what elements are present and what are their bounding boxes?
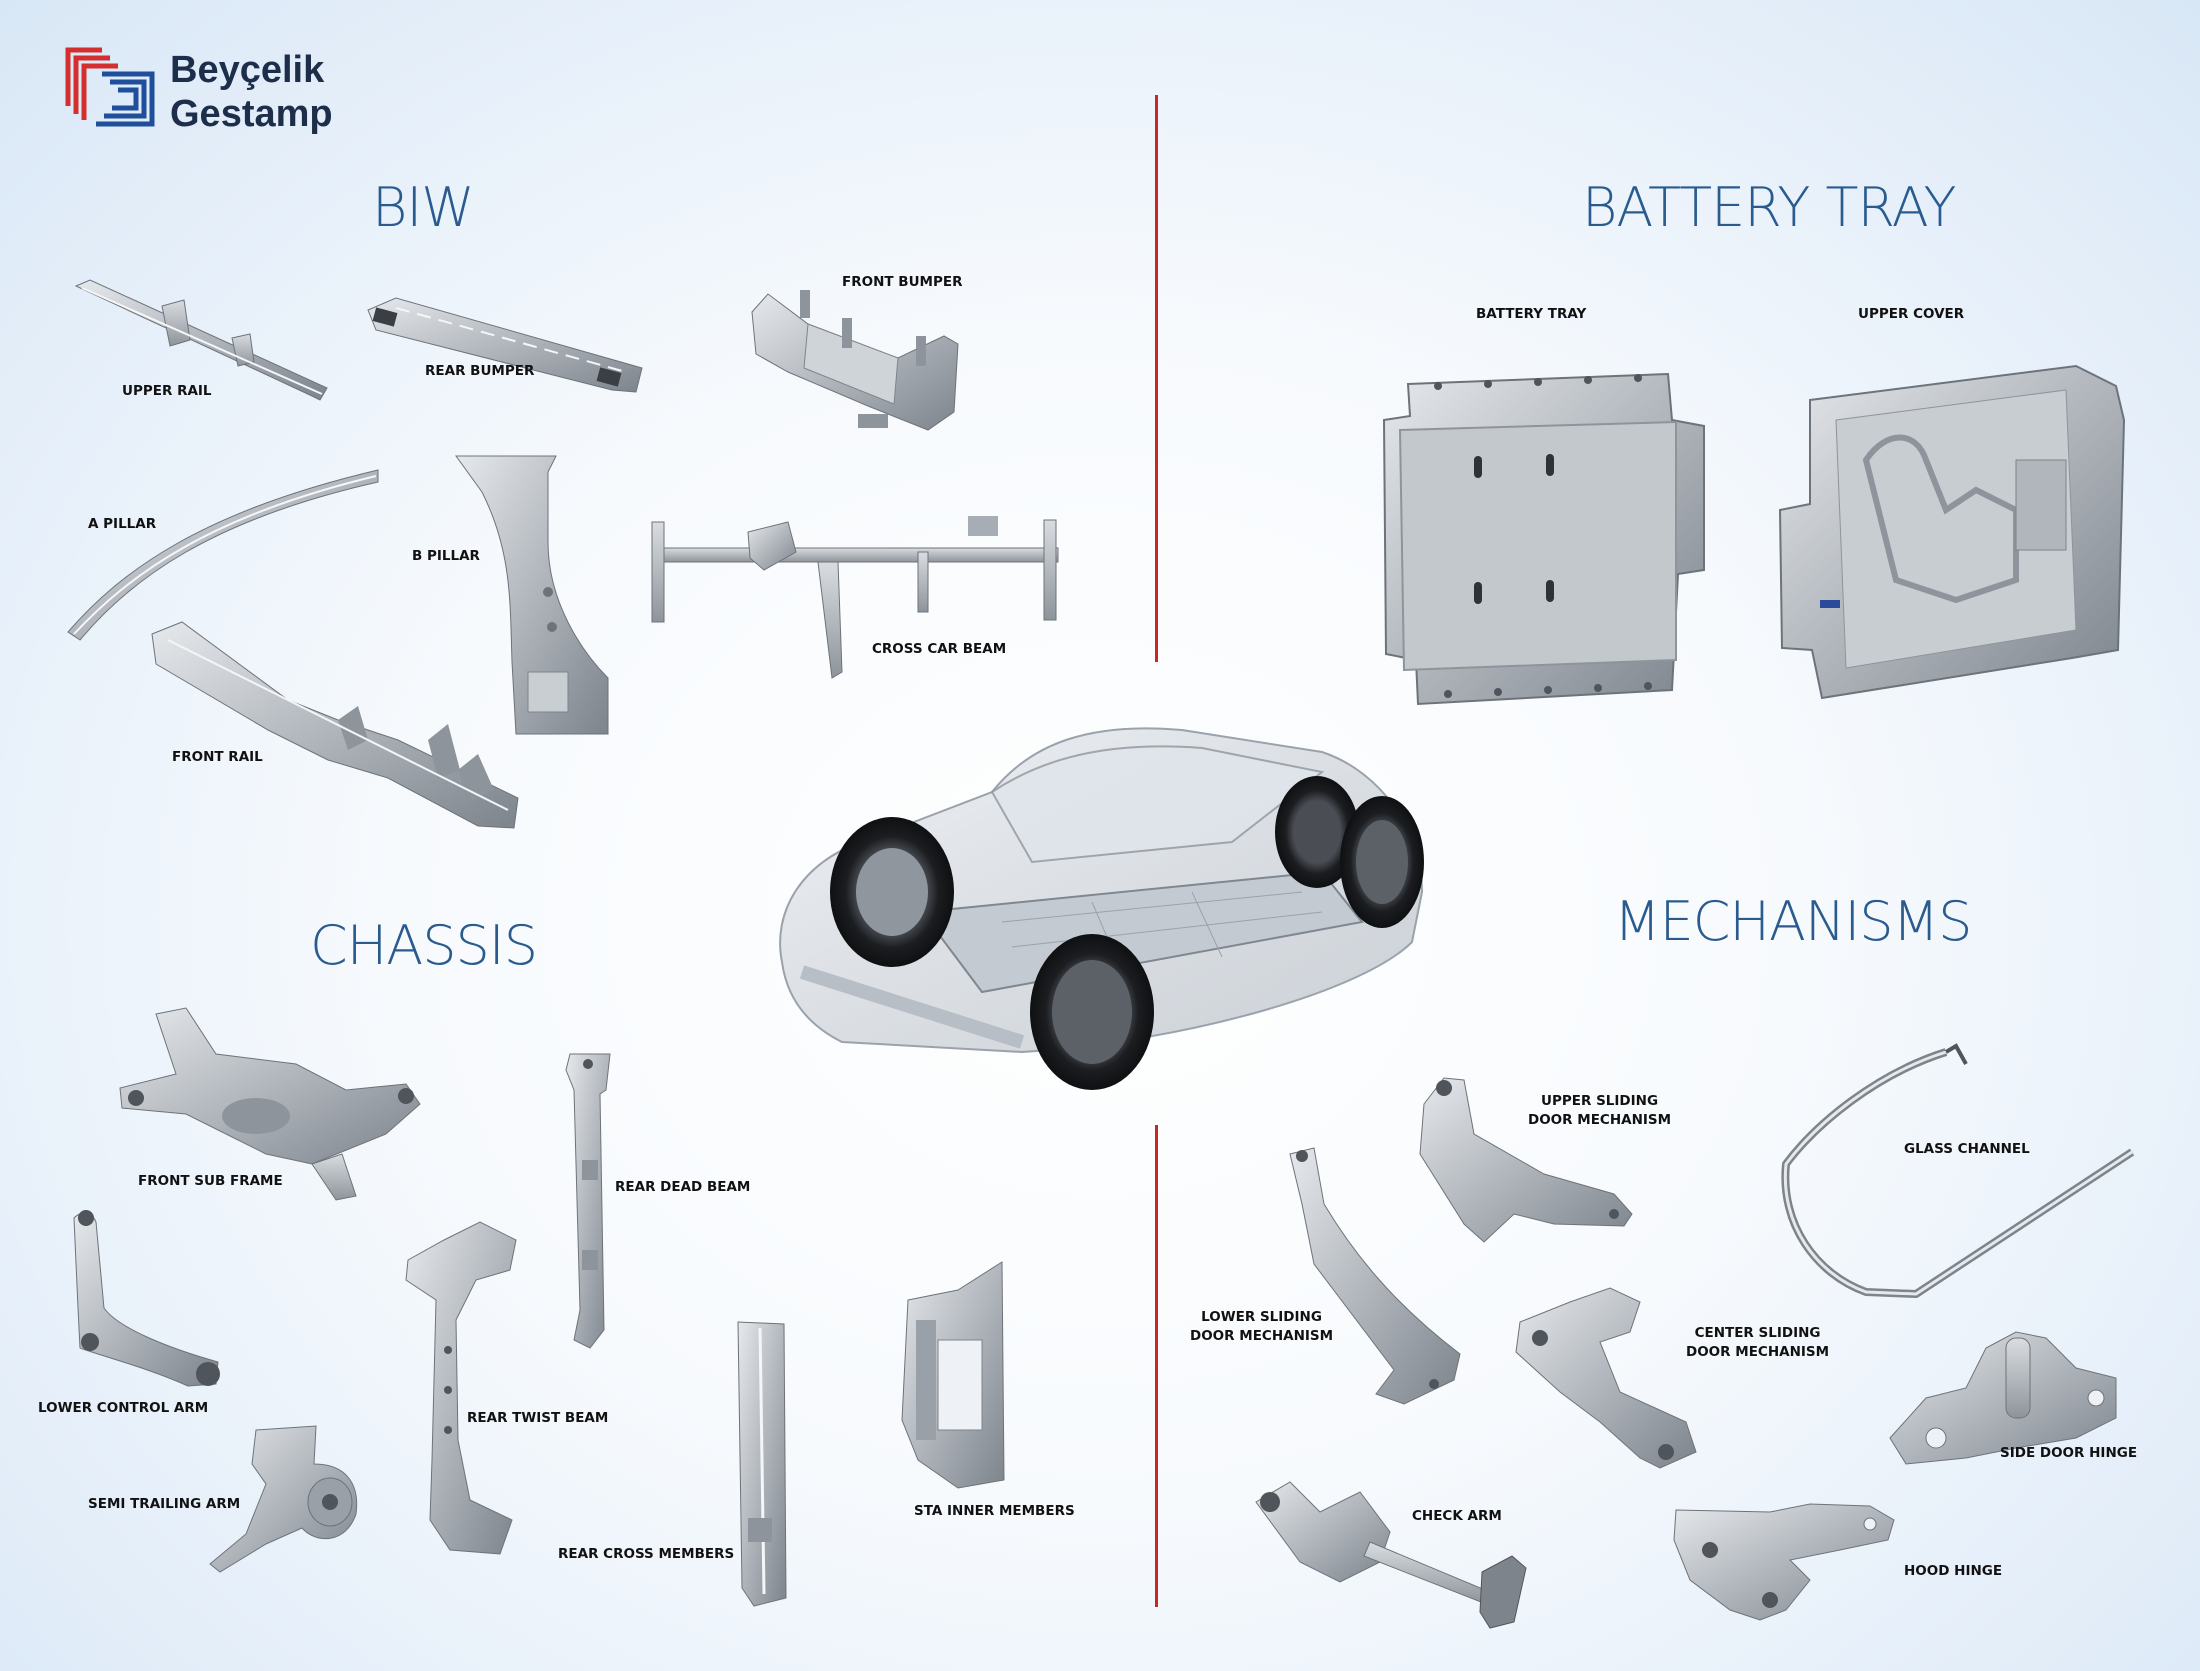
sta-inner-members-image bbox=[898, 1260, 1008, 1495]
label-lower-sliding-line2: DOOR MECHANISM bbox=[1190, 1328, 1334, 1344]
rear-cross-members-image bbox=[734, 1318, 790, 1613]
label-glass-channel: GLASS CHANNEL bbox=[1904, 1141, 2030, 1157]
label-upper-rail: UPPER RAIL bbox=[122, 383, 212, 399]
ev-car-chassis-image bbox=[762, 712, 1432, 1097]
label-semi-trailing-arm: SEMI TRAILING ARM bbox=[88, 1496, 241, 1512]
lower-control-arm-image bbox=[68, 1208, 228, 1393]
front-bumper-image bbox=[748, 284, 963, 449]
section-title-chassis: CHASSIS bbox=[310, 914, 538, 977]
label-a-pillar: A PILLAR bbox=[88, 516, 157, 532]
label-center-sliding-door-mechanism: CENTER SLIDING DOOR MECHANISM bbox=[1686, 1324, 1829, 1362]
label-battery-tray: BATTERY TRAY bbox=[1476, 306, 1587, 322]
label-sta-inner-members: STA INNER MEMBERS bbox=[914, 1503, 1075, 1519]
divider-bottom bbox=[1155, 1125, 1158, 1607]
hood-hinge-image bbox=[1670, 1500, 1896, 1627]
label-rear-dead-beam: REAR DEAD BEAM bbox=[615, 1179, 751, 1195]
label-rear-bumper: REAR BUMPER bbox=[425, 363, 535, 379]
divider-top bbox=[1155, 95, 1158, 662]
label-check-arm: CHECK ARM bbox=[1412, 1508, 1502, 1524]
label-hood-hinge: HOOD HINGE bbox=[1904, 1563, 2003, 1579]
label-front-bumper: FRONT BUMPER bbox=[842, 274, 963, 290]
brand-logo: Beyçelik Gestamp bbox=[62, 44, 342, 144]
front-rail-image bbox=[148, 620, 528, 840]
check-arm-image bbox=[1250, 1472, 1530, 1637]
label-center-sliding-line2: DOOR MECHANISM bbox=[1686, 1344, 1830, 1360]
label-lower-sliding-line1: LOWER SLIDING bbox=[1201, 1309, 1322, 1325]
label-lower-sliding-door-mechanism: LOWER SLIDING DOOR MECHANISM bbox=[1190, 1308, 1333, 1346]
a-pillar-image bbox=[60, 462, 380, 647]
section-title-battery-tray: BATTERY TRAY bbox=[1582, 176, 1957, 239]
rear-twist-beam-image bbox=[400, 1220, 520, 1561]
b-pillar-image bbox=[452, 452, 612, 742]
upper-sliding-door-mechanism-image bbox=[1414, 1074, 1634, 1249]
label-upper-sliding-door-mechanism: UPPER SLIDING DOOR MECHANISM bbox=[1528, 1092, 1671, 1130]
cross-car-beam-image bbox=[648, 512, 1063, 687]
brand-name-line2: Gestamp bbox=[170, 93, 333, 135]
brand-name-line1: Beyçelik bbox=[170, 49, 325, 91]
label-rear-cross-members: REAR CROSS MEMBERS bbox=[558, 1546, 735, 1562]
rear-dead-beam-image bbox=[560, 1050, 620, 1355]
semi-trailing-arm-image bbox=[206, 1424, 366, 1579]
label-lower-control-arm: LOWER CONTROL ARM bbox=[38, 1400, 209, 1416]
label-upper-sliding-line2: DOOR MECHANISM bbox=[1528, 1112, 1672, 1128]
label-upper-sliding-line1: UPPER SLIDING bbox=[1541, 1093, 1659, 1109]
side-door-hinge-image bbox=[1886, 1328, 2118, 1473]
label-cross-car-beam: CROSS CAR BEAM bbox=[872, 641, 1007, 657]
label-front-sub-frame: FRONT SUB FRAME bbox=[138, 1173, 283, 1189]
beycelik-logo-icon bbox=[65, 47, 155, 127]
lower-sliding-door-mechanism-image bbox=[1284, 1144, 1464, 1409]
label-center-sliding-line1: CENTER SLIDING bbox=[1694, 1325, 1821, 1341]
label-rear-twist-beam: REAR TWIST BEAM bbox=[467, 1410, 609, 1426]
glass-channel-image bbox=[1776, 1043, 2136, 1309]
label-front-rail: FRONT RAIL bbox=[172, 749, 263, 765]
section-title-mechanisms: MECHANISMS bbox=[1614, 890, 1972, 953]
label-upper-cover: UPPER COVER bbox=[1858, 306, 1965, 322]
label-b-pillar: B PILLAR bbox=[412, 548, 480, 564]
section-title-biw: BIW bbox=[372, 176, 475, 239]
upper-cover-image bbox=[1776, 360, 2132, 705]
rear-bumper-image bbox=[366, 296, 646, 401]
center-sliding-door-mechanism-image bbox=[1510, 1282, 1700, 1477]
battery-tray-image bbox=[1378, 360, 1708, 725]
label-side-door-hinge: SIDE DOOR HINGE bbox=[2000, 1445, 2138, 1461]
upper-rail-image bbox=[72, 276, 332, 411]
front-sub-frame-image bbox=[116, 1004, 426, 1209]
